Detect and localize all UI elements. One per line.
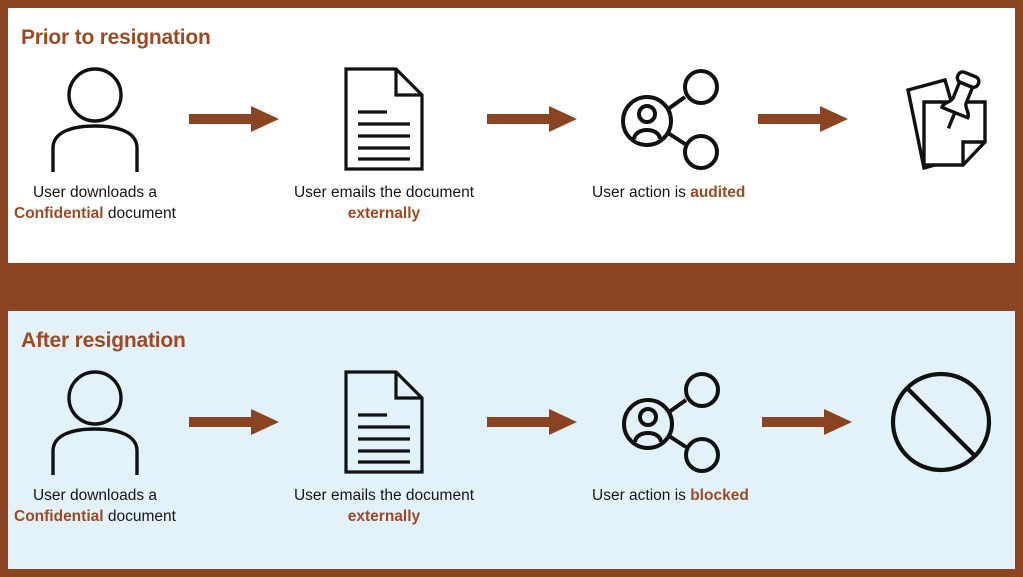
caption-document-prior: User emails the document externally	[294, 182, 474, 224]
caption-user-download-prior: User downloads a Confidential document	[14, 182, 176, 224]
step-audited-prior	[863, 60, 1015, 178]
caption-highlight: externally	[347, 508, 421, 525]
caption-line-1: User action is audited	[592, 182, 745, 203]
user-icon-box	[47, 363, 143, 481]
caption-share-after: User action is blocked	[592, 485, 749, 506]
panel-after-resignation: After resignation User downloads a Confi…	[8, 311, 1015, 569]
right-arrow-icon	[761, 409, 852, 435]
user-icon	[51, 370, 139, 475]
flow-after: User downloads a Confidential document	[8, 363, 1015, 525]
caption-highlight: externally	[347, 205, 421, 222]
caption-user-download-after: User downloads a Confidential document	[14, 485, 176, 527]
share-icon-box	[618, 363, 722, 481]
flow-prior: User downloads a Confidential document	[8, 60, 1015, 222]
caption-highlight: audited	[690, 184, 746, 201]
blocked-icon	[890, 371, 991, 473]
share-icon-box	[617, 60, 721, 178]
caption-line-1: User downloads a	[32, 184, 158, 201]
panel-title-prior: Prior to resignation	[21, 26, 211, 49]
caption-line-1: User action is blocked	[592, 485, 749, 506]
arrow-cell-1-after	[176, 363, 294, 481]
document-icon-box	[343, 363, 425, 481]
right-arrow-icon	[487, 106, 578, 132]
caption-highlight: blocked	[690, 487, 749, 504]
user-icon-box	[47, 60, 143, 178]
caption-highlight: Confidential	[14, 205, 104, 222]
pinned-note-audit-icon	[906, 70, 987, 171]
step-user-download-prior: User downloads a Confidential document	[14, 60, 176, 224]
arrow-cell-3-after	[749, 363, 867, 481]
audit-icon-box	[883, 60, 995, 178]
step-share-prior: User action is audited	[592, 60, 745, 203]
step-document-after: User emails the document externally	[294, 363, 474, 527]
right-arrow-icon	[758, 106, 849, 132]
caption-line-2: Confidential document	[14, 203, 176, 224]
caption-line-1: User emails the document	[293, 487, 475, 504]
caption-suffix: document	[103, 205, 176, 222]
share-network-icon	[622, 372, 721, 473]
caption-text: User action is	[592, 487, 691, 504]
document-icon	[344, 67, 424, 171]
step-share-after: User action is blocked	[592, 363, 749, 506]
caption-text: User action is	[592, 184, 691, 201]
share-network-icon	[620, 69, 719, 170]
arrow-cell-2-after	[474, 363, 592, 481]
caption-line-2: Confidential document	[14, 506, 176, 527]
caption-highlight: Confidential	[14, 508, 104, 525]
right-arrow-icon	[188, 409, 279, 435]
caption-document-after: User emails the document externally	[294, 485, 474, 527]
step-user-download-after: User downloads a Confidential document	[14, 363, 176, 527]
document-icon	[344, 370, 424, 474]
blocked-icon-box	[889, 363, 993, 481]
panel-prior-to-resignation: Prior to resignation User downloads a Co…	[8, 8, 1015, 263]
document-icon-box	[343, 60, 425, 178]
caption-line-2: externally	[294, 506, 474, 527]
arrow-cell-1-prior	[176, 60, 294, 178]
caption-share-prior: User action is audited	[592, 182, 745, 203]
step-document-prior: User emails the document externally	[294, 60, 474, 224]
caption-line-1: User emails the document	[293, 184, 475, 201]
caption-suffix: document	[103, 508, 176, 525]
arrow-cell-2-prior	[474, 60, 592, 178]
caption-line-2: externally	[294, 203, 474, 224]
caption-line-1: User downloads a	[32, 487, 158, 504]
panel-title-after: After resignation	[21, 329, 186, 352]
right-arrow-icon	[188, 106, 279, 132]
user-icon	[51, 67, 139, 172]
right-arrow-icon	[487, 409, 578, 435]
step-blocked-after	[867, 363, 1015, 481]
arrow-cell-3-prior	[745, 60, 863, 178]
